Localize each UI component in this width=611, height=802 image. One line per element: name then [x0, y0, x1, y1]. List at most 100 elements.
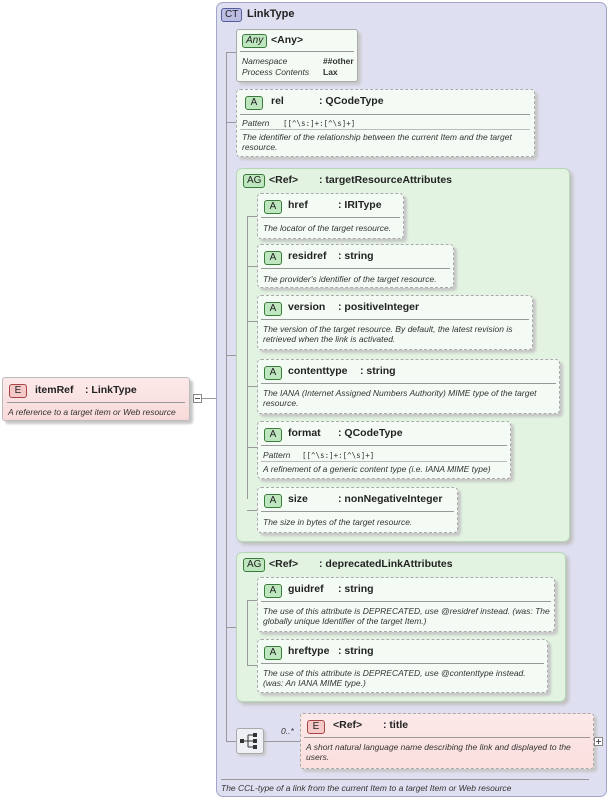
sequence-compositor-icon[interactable]: [236, 728, 264, 754]
root-element-name: itemRef: [35, 384, 74, 396]
attribute-href[interactable]: A href : IRIType The locator of the targ…: [257, 193, 404, 239]
minus-box-icon[interactable]: [193, 394, 202, 403]
element-name: <Ref>: [333, 719, 363, 731]
attribute-group-type: : targetResourceAttributes: [319, 174, 453, 186]
pattern-value: [[^\s:]+:[^\s]+]: [283, 119, 356, 128]
complex-type-badge: CT: [221, 8, 243, 22]
divider: [261, 511, 454, 512]
divider: [261, 319, 529, 320]
divider: [261, 445, 507, 446]
attribute-size[interactable]: A size : nonNegativeInteger The size in …: [257, 487, 458, 533]
attribute-residref[interactable]: A residref : string The provider's ident…: [257, 244, 454, 288]
attribute-badge: A: [264, 584, 282, 598]
attribute-guidref[interactable]: A guidref : string The use of this attri…: [257, 577, 555, 632]
attribute-badge: A: [264, 251, 282, 265]
element-title-ref[interactable]: E <Ref> : title A short natural language…: [300, 713, 594, 769]
attribute-group-badge: AG: [243, 174, 266, 188]
element-badge: E: [307, 720, 325, 734]
attribute-type: : string: [338, 583, 374, 595]
root-element-type: : LinkType: [85, 384, 137, 396]
attribute-version[interactable]: A version : positiveInteger The version …: [257, 295, 533, 350]
attribute-name: href: [288, 199, 308, 211]
tree-line: [226, 52, 227, 742]
attribute-type: : string: [338, 250, 374, 262]
namespace-value: ##other: [323, 56, 354, 66]
attribute-badge: A: [264, 494, 282, 508]
attribute-type: : positiveInteger: [338, 301, 420, 313]
divider: [304, 737, 590, 738]
divider: [261, 217, 400, 218]
cardinality-label: 0..*: [281, 726, 294, 736]
attribute-description: The use of this attribute is DEPRECATED,…: [263, 668, 526, 688]
plus-box-icon[interactable]: [594, 737, 603, 746]
attribute-name: format: [288, 427, 321, 439]
attribute-name: version: [288, 301, 326, 313]
any-wildcard[interactable]: Any <Any> Namespace ##other Process Cont…: [236, 29, 358, 82]
process-contents-value: Lax: [323, 67, 338, 77]
attribute-type: : QCodeType: [338, 427, 403, 439]
attribute-name: rel: [271, 95, 284, 107]
divider: [240, 51, 354, 52]
attribute-hreftype[interactable]: A hreftype : string The use of this attr…: [257, 639, 548, 693]
tree-branch: [226, 627, 236, 628]
tree-branch: [247, 216, 257, 217]
tree-branch: [247, 386, 257, 387]
sequence-glyph-icon: [240, 733, 257, 749]
tree-branch: [247, 321, 257, 322]
element-badge: E: [9, 384, 27, 398]
element-description: A short natural language name describing…: [306, 742, 571, 762]
divider: [261, 383, 556, 384]
attribute-description: The use of this attribute is DEPRECATED,…: [263, 606, 550, 626]
attribute-name: contenttype: [288, 365, 348, 377]
attribute-rel[interactable]: A rel : QCodeType Pattern [[^\s:]+:[^\s]…: [236, 89, 535, 157]
divider: [261, 601, 551, 602]
any-badge: Any: [242, 34, 268, 48]
tree-line: [247, 216, 248, 499]
attribute-name: residref: [288, 250, 327, 262]
attribute-description: The identifier of the relationship betwe…: [242, 132, 512, 152]
namespace-label: Namespace: [242, 56, 288, 66]
attribute-format[interactable]: A format : QCodeType Pattern [[^\s:]+:[^…: [257, 421, 511, 479]
pattern-value: [[^\s:]+:[^\s]+]: [302, 451, 375, 460]
attribute-description: The locator of the target resource.: [263, 223, 392, 233]
tree-branch: [247, 600, 257, 601]
attribute-description: A refinement of a generic content type (…: [263, 464, 491, 474]
attribute-description: The size in bytes of the target resource…: [263, 517, 413, 527]
attribute-description: The IANA (Internet Assigned Numbers Auth…: [263, 388, 537, 408]
divider: [261, 268, 450, 269]
tree-line: [247, 600, 248, 666]
attribute-type: : nonNegativeInteger: [338, 493, 443, 505]
attribute-badge: A: [245, 96, 263, 110]
attribute-badge: A: [264, 428, 282, 442]
divider: [261, 461, 507, 462]
element-type: : title: [383, 719, 409, 731]
attribute-type: : QCodeType: [319, 95, 384, 107]
connector: [264, 741, 300, 742]
root-element-itemref[interactable]: E itemRef : LinkType A reference to a ta…: [2, 377, 190, 421]
tree-branch: [226, 741, 236, 742]
attribute-badge: A: [264, 366, 282, 380]
attribute-name: size: [288, 493, 308, 505]
attribute-contenttype[interactable]: A contenttype : string The IANA (Interne…: [257, 359, 560, 414]
root-element-description: A reference to a target item or Web reso…: [8, 407, 176, 417]
attribute-group-badge: AG: [243, 558, 266, 572]
attribute-type: : string: [338, 645, 374, 657]
attribute-type: : IRIType: [338, 199, 382, 211]
attribute-badge: A: [264, 646, 282, 660]
attribute-badge: A: [264, 302, 282, 316]
divider: [261, 663, 544, 664]
pattern-label: Pattern: [263, 450, 291, 460]
divider: [221, 779, 589, 780]
attribute-description: The provider's identifier of the target …: [263, 274, 437, 284]
tree-branch: [247, 665, 257, 666]
attribute-group-name: <Ref>: [269, 558, 299, 570]
attribute-type: : string: [360, 365, 396, 377]
tree-branch: [226, 355, 236, 356]
attribute-group-name: <Ref>: [269, 174, 299, 186]
tree-branch: [226, 52, 236, 53]
divider: [7, 402, 185, 403]
attribute-badge: A: [264, 200, 282, 214]
process-contents-label: Process Contents: [242, 67, 310, 77]
attribute-name: guidref: [288, 583, 324, 595]
